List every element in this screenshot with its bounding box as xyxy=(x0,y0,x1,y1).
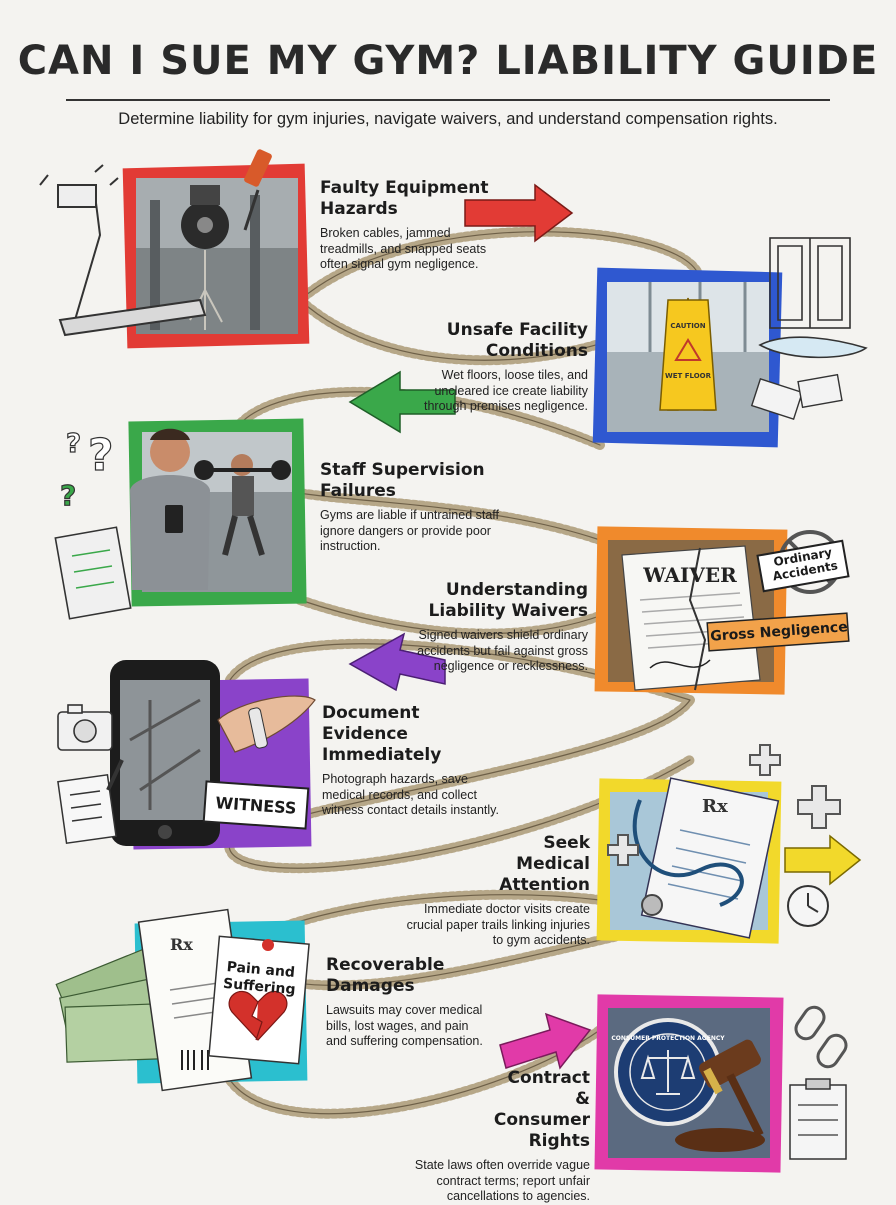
arrow-right-icon-3 xyxy=(499,1012,592,1070)
section-staff-supervision: Staff Supervision Failures Gyms are liab… xyxy=(320,460,500,555)
broken-chain-icon xyxy=(794,1005,848,1069)
clock-icon xyxy=(787,885,829,927)
stethoscope-icon xyxy=(632,799,744,916)
section-title: Document Evidence Immediately xyxy=(322,703,442,765)
broken-heart-icon xyxy=(228,990,288,1041)
page-subtitle: Determine liability for gym injuries, na… xyxy=(118,110,778,128)
waiver-document-icon xyxy=(621,545,761,691)
section-title: Staff Supervision Failures xyxy=(320,460,485,501)
section-title: Contract & Consumer Rights xyxy=(493,1068,590,1151)
section-text: Wet floors, loose tiles, and uncleared i… xyxy=(424,368,588,413)
section-text: Immediate doctor visits create crucial p… xyxy=(406,902,590,947)
smartphone-icon xyxy=(110,660,220,846)
gross-negligence-badge xyxy=(706,612,850,652)
svg-text:?: ? xyxy=(60,479,76,512)
agency-seal-label: CONSUMER PROTECTION AGENCY xyxy=(611,1035,725,1042)
arrow-left-icon-2 xyxy=(348,632,446,692)
handle-icon xyxy=(243,149,272,231)
section-text: State laws often override vague contract… xyxy=(414,1158,590,1203)
section-title: Recoverable Damages xyxy=(326,955,445,996)
question-marks-icon: ? ? ? xyxy=(59,428,114,512)
section-text: Signed waivers shield ordinary accidents… xyxy=(417,628,588,673)
medical-cross-icons xyxy=(607,744,841,866)
gavel-icon xyxy=(675,1039,765,1152)
section-text: Lawsuits may cover medical bills, lost w… xyxy=(326,1003,483,1048)
tile-icon xyxy=(750,373,843,420)
ordinary-accidents-badge xyxy=(756,539,850,593)
section-title: Unsafe Facility Conditions xyxy=(446,320,588,361)
clipboard-icon-2 xyxy=(789,1078,847,1160)
section-waivers: Understanding Liability Waivers Signed w… xyxy=(396,580,588,675)
checklist-icon xyxy=(57,759,124,845)
section-unsafe-facility: Unsafe Facility Conditions Wet floors, l… xyxy=(400,320,588,415)
page-title: CAN I SUE MY GYM? LIABILITY GUIDE xyxy=(17,38,879,84)
arrow-left-icon xyxy=(348,370,456,434)
section-recoverable-damages: Recoverable Damages Lawsuits may cover m… xyxy=(326,955,491,1050)
waiver-heading: WAIVER xyxy=(642,563,737,587)
pain-suffering-label: Pain and Suffering xyxy=(222,959,297,999)
section-title: Understanding Liability Waivers xyxy=(428,580,588,621)
rx-clipboard-label: Rx xyxy=(702,796,728,817)
svg-text:?: ? xyxy=(88,430,114,481)
wet-floor-label: WET FLOOR xyxy=(665,372,712,380)
clipboard-icon xyxy=(54,526,132,620)
wet-floor-sign-icon xyxy=(659,297,717,411)
medical-clipboard-icon xyxy=(640,777,780,939)
trainer-figure-icon xyxy=(130,428,210,590)
arrow-right-icon xyxy=(464,183,574,243)
hand-with-bracelet-icon xyxy=(217,695,316,753)
pain-suffering-card xyxy=(208,935,310,1065)
arrow-right-icon-2 xyxy=(784,834,862,886)
camera-icon xyxy=(57,704,113,751)
section-document-evidence: Document Evidence Immediately Photograph… xyxy=(322,703,502,819)
rx-receipt-label: Rx xyxy=(170,935,193,954)
section-title: Faulty Equipment Hazards xyxy=(320,178,489,219)
witness-card xyxy=(202,780,310,830)
section-consumer-rights: Contract & Consumer Rights State laws of… xyxy=(408,1068,590,1205)
section-faulty-equipment: Faulty Equipment Hazards Broken cables, … xyxy=(320,178,495,273)
title-divider xyxy=(66,99,830,101)
lifter-figure-icon xyxy=(194,454,291,556)
caution-label: CAUTION xyxy=(670,322,705,330)
svg-text:?: ? xyxy=(66,429,81,459)
section-text: Gyms are liable if untrained staff ignor… xyxy=(320,508,500,553)
door-icon xyxy=(758,237,868,359)
section-text: Photograph hazards, save medical records… xyxy=(322,772,499,817)
section-text: Broken cables, jammed treadmills, and sn… xyxy=(320,226,487,271)
section-medical-attention: Seek Medical Attention Immediate doctor … xyxy=(404,833,590,949)
treadmill-icon xyxy=(39,164,207,337)
section-title: Seek Medical Attention xyxy=(499,833,590,895)
